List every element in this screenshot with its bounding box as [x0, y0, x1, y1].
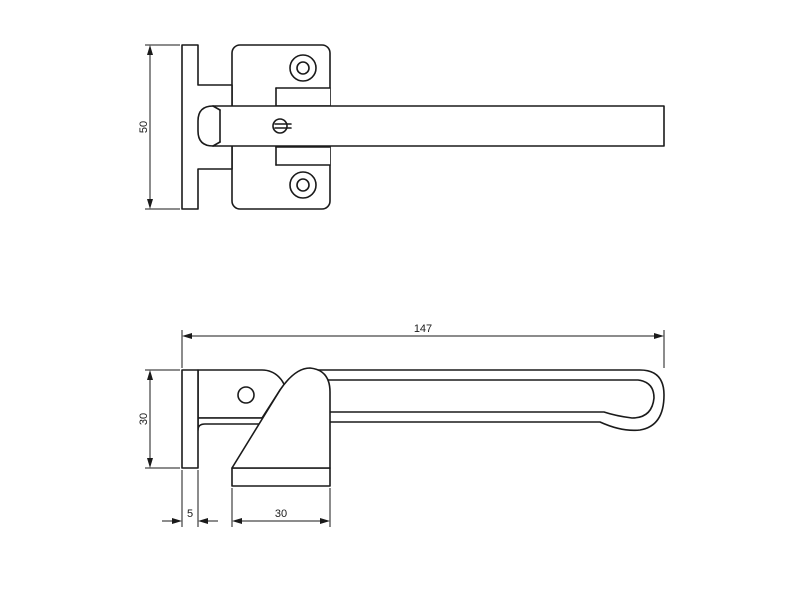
dimension-side-base: 30 — [231, 488, 331, 527]
pivot-screw-icon — [272, 118, 288, 134]
bottom-screw-hole-inner — [296, 178, 310, 192]
dimension-label-30-base: 30 — [275, 508, 287, 520]
side-view: 147 30 5 30 — [138, 323, 665, 527]
dimension-label-30-height: 30 — [138, 413, 150, 425]
dimension-label-5: 5 — [187, 508, 193, 520]
dimension-top-height: 50 — [138, 44, 180, 210]
top-screw-hole-inner — [296, 61, 310, 75]
dimension-side-length: 147 — [181, 323, 665, 368]
side-knuckle — [231, 367, 331, 469]
top-view: 50 — [138, 44, 665, 210]
top-arm — [197, 105, 665, 147]
side-plate — [181, 369, 199, 469]
side-base — [231, 467, 331, 487]
dimension-label-50: 50 — [138, 121, 150, 133]
dimension-side-plate: 5 — [162, 470, 218, 527]
dimension-label-147: 147 — [414, 323, 432, 335]
dimension-side-height: 30 — [138, 369, 180, 469]
side-handle-arm — [304, 369, 665, 432]
side-pivot-hole — [237, 386, 255, 404]
